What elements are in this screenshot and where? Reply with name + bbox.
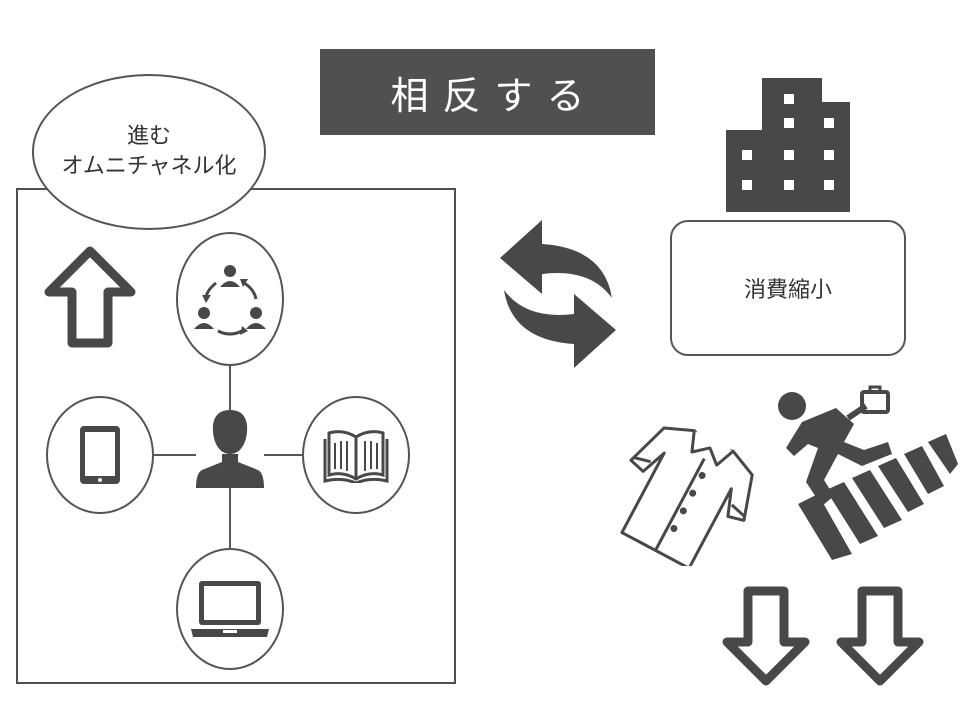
callout-line2: オムニチャネル化 [61, 154, 237, 179]
laptop-icon [191, 581, 269, 637]
callout-line1: 進む [126, 124, 171, 149]
person-icon [196, 410, 264, 488]
community-cycle-icon [194, 265, 266, 336]
title-banner: 相反する [320, 49, 655, 135]
tablet-icon [80, 426, 120, 484]
omnichannel-callout: 進む オムニチャネル化 [32, 74, 266, 230]
laptop-node [176, 548, 284, 670]
title-text: 相反する [390, 73, 599, 118]
community-node [176, 232, 284, 366]
arrow-down-icon [722, 586, 810, 686]
consumption-label: 消費縮小 [743, 278, 832, 303]
tablet-node [46, 396, 154, 514]
running-businessman-icon [778, 385, 958, 560]
book-icon [323, 430, 389, 483]
arrow-up-icon [44, 246, 136, 348]
building-icon [726, 78, 850, 212]
shirt-icon [620, 426, 754, 566]
book-node [302, 396, 410, 514]
consumption-box: 消費縮小 [670, 220, 906, 356]
arrow-down-icon [836, 586, 924, 686]
exchange-arrows-icon [500, 220, 616, 368]
